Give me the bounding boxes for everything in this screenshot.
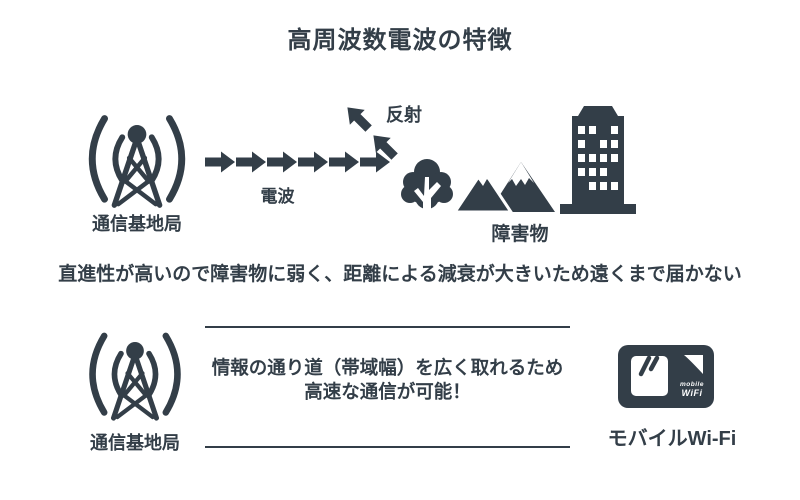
antenna-tower-icon [88,115,186,208]
radio-wave-label: 電波 [260,187,295,206]
device-text-line1: mobile [680,381,704,388]
device-text-line2: WiFi [682,388,703,398]
building-icon [560,106,636,214]
mountains-icon [455,162,555,212]
base-station-top-label: 通信基地局 [92,214,182,234]
reflection-label: 反射 [386,105,422,125]
base-station-bottom: 通信基地局 [74,316,196,455]
bandwidth-text: 情報の通り道（帯域幅）を広く取れるため 高速な通信が可能！ [205,356,570,405]
bandwidth-text-line2: 高速な通信が可能！ [304,381,471,403]
top-connection-line [205,326,570,328]
bottom-connection-line [205,446,570,448]
base-station-bottom-label: 通信基地局 [90,433,180,453]
page-title: 高周波数電波の特徴 [287,27,513,54]
base-station-top: 通信基地局 [76,98,198,236]
middle-caption: 直進性が高いので障害物に弱く、距離による減衰が大きいため遠くまで届かない [58,264,742,285]
mobile-wifi-device-icon: mobile WiFi [618,345,714,408]
antenna-tower-icon [89,332,181,421]
bandwidth-text-line1: 情報の通り道（帯域幅）を広く取れるため [211,357,564,378]
obstacles-label: 障害物 [491,224,549,245]
mobile-wifi-label: モバイルWi-Fi [607,428,737,450]
tree-icon [401,159,453,215]
